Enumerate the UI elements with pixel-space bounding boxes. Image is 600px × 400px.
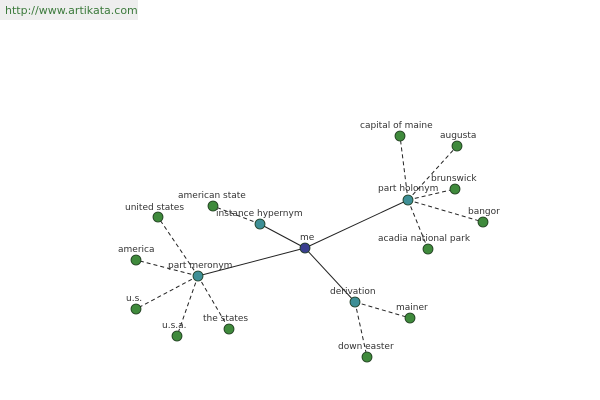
leaf-label-american-state: american state <box>178 191 246 201</box>
edge-instance-hypernym-american-state <box>212 205 261 225</box>
graph-edges <box>135 135 484 358</box>
edge-part-holonym-augusta <box>407 145 458 201</box>
edge-part-holonym-bangor <box>407 199 484 223</box>
edge-me-derivation <box>304 247 356 303</box>
leaf-node-acadia-national-park[interactable] <box>422 243 434 255</box>
leaf-node-augusta[interactable] <box>451 140 463 152</box>
leaf-node-down-easter[interactable] <box>361 351 373 363</box>
leaf-label-united-states: united states <box>125 203 184 213</box>
url-banner: http://www.artikata.com <box>0 0 138 20</box>
leaf-node-us[interactable] <box>130 303 142 315</box>
relation-node-derivation[interactable] <box>349 296 361 308</box>
leaf-label-mainer: mainer <box>396 303 428 313</box>
leaf-node-united-states[interactable] <box>152 211 164 223</box>
leaf-node-the-states[interactable] <box>223 323 235 335</box>
leaf-node-usa[interactable] <box>171 330 183 342</box>
graph-nodes <box>130 130 489 363</box>
leaf-node-bangor[interactable] <box>477 216 489 228</box>
relation-label-derivation: derivation <box>330 287 376 297</box>
edge-me-part-meronym <box>197 247 306 277</box>
edge-part-holonym-acadia-national-park <box>407 199 429 250</box>
leaf-node-mainer[interactable] <box>404 312 416 324</box>
edge-derivation-mainer <box>354 301 411 319</box>
relation-label-part-holonym: part holonym <box>378 184 438 194</box>
edge-derivation-down-easter <box>354 301 368 358</box>
graph-labels: me instance hypernym part holonym part mero… <box>118 121 500 352</box>
center-label-me: me <box>300 233 315 243</box>
edge-part-meronym-usa <box>176 275 199 337</box>
leaf-node-america[interactable] <box>130 254 142 266</box>
leaf-label-bangor: bangor <box>468 207 500 217</box>
source-url-link[interactable]: http://www.artikata.com <box>5 4 138 17</box>
leaf-node-capital-of-maine[interactable] <box>394 130 406 142</box>
leaf-node-brunswick[interactable] <box>449 183 461 195</box>
leaf-label-brunswick: brunswick <box>431 174 477 184</box>
relation-node-part-holonym[interactable] <box>402 194 414 206</box>
edge-part-meronym-america <box>135 259 199 277</box>
relation-label-instance-hypernym: instance hypernym <box>216 209 303 219</box>
leaf-label-america: america <box>118 245 154 255</box>
relation-node-instance-hypernym[interactable] <box>254 218 266 230</box>
leaf-label-down-easter: down easter <box>338 342 394 352</box>
relation-node-part-meronym[interactable] <box>192 270 204 282</box>
edge-me-part-holonym <box>304 199 409 249</box>
leaf-label-acadia-national-park: acadia national park <box>378 234 471 244</box>
edge-me-instance-hypernym <box>259 223 306 249</box>
edge-part-holonym-brunswick <box>407 188 456 201</box>
leaf-label-us: u.s. <box>126 294 142 304</box>
leaf-node-american-state[interactable] <box>207 200 219 212</box>
relation-label-part-meronym: part meronym <box>168 261 232 271</box>
edge-part-meronym-us <box>135 275 199 310</box>
edge-part-meronym-united-states <box>157 216 199 277</box>
edge-part-holonym-capital-of-maine <box>399 135 409 201</box>
leaf-label-the-states: the states <box>203 314 248 324</box>
leaf-label-augusta: augusta <box>440 131 476 141</box>
leaf-label-usa: u.s.a. <box>162 321 187 331</box>
edge-part-meronym-the-states <box>197 275 230 330</box>
leaf-label-capital-of-maine: capital of maine <box>360 121 433 131</box>
center-node-me[interactable] <box>299 242 311 254</box>
